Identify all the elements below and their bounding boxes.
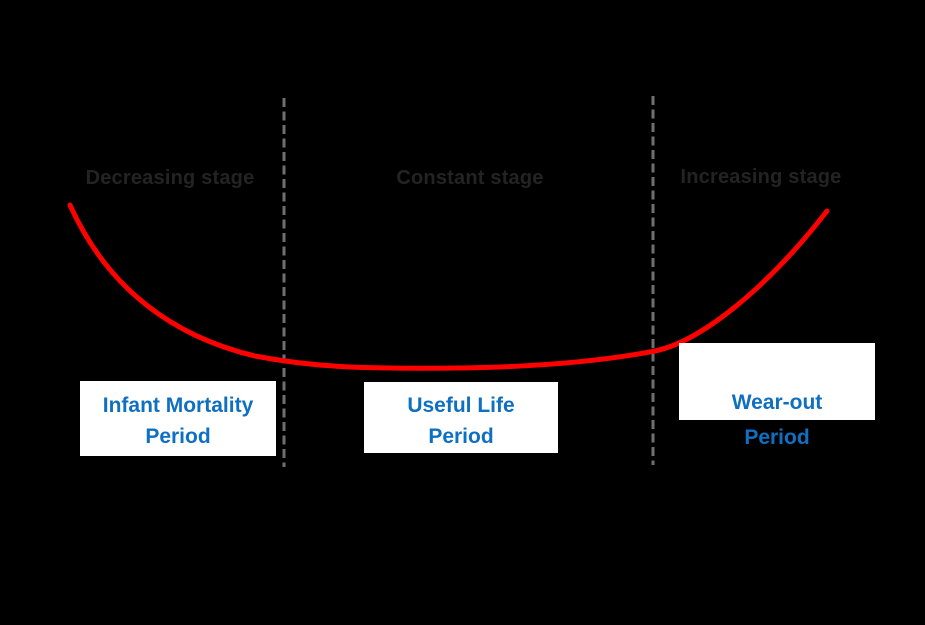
stage-label-increasing: Increasing stage bbox=[680, 166, 842, 188]
infant-mortality-line2: Period bbox=[145, 425, 211, 448]
infant-mortality-line1: Infant Mortality bbox=[102, 394, 254, 417]
useful-life-line2: Period bbox=[428, 425, 494, 448]
wear-out-line2: Period bbox=[744, 426, 810, 449]
stage-label-constant: Constant stage bbox=[396, 167, 544, 189]
useful-life-line1: Useful Life bbox=[407, 394, 515, 417]
useful-life-period-label: Useful Life Period bbox=[364, 390, 558, 452]
wear-out-period-label: Wear-out Period bbox=[679, 385, 875, 455]
useful-life-period-box bbox=[364, 382, 558, 453]
stage-label-decreasing: Decreasing stage bbox=[85, 167, 255, 189]
failure-rate-curve bbox=[67, 202, 830, 371]
wear-out-line1: Wear-out bbox=[731, 391, 823, 414]
infant-mortality-period-label: Infant Mortality Period bbox=[80, 390, 276, 452]
wear-out-period-box bbox=[679, 343, 875, 420]
infant-mortality-period-box bbox=[80, 381, 276, 456]
